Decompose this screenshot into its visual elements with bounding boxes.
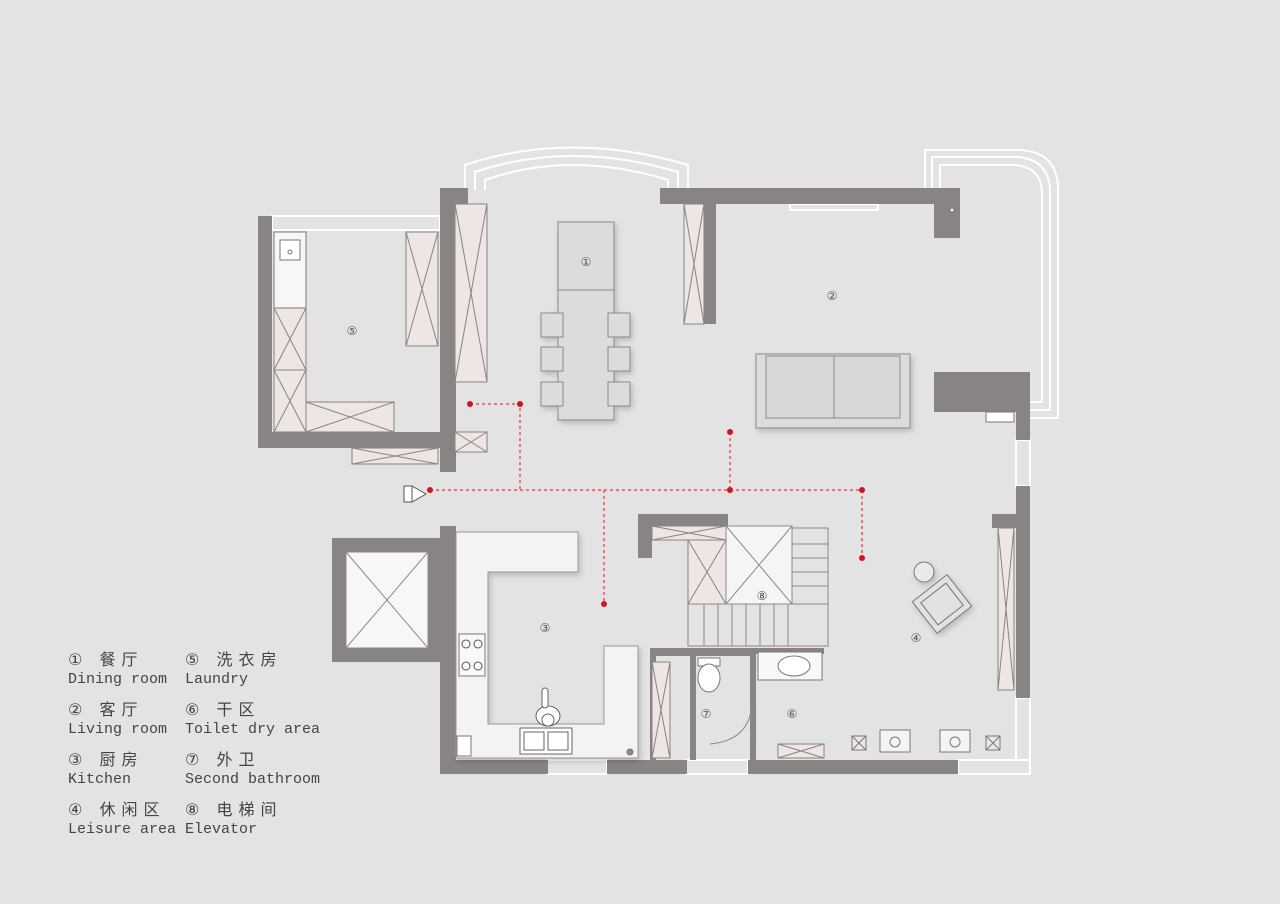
details	[626, 207, 1015, 756]
laundry-fixtures	[273, 231, 307, 309]
electrical-circuit	[430, 403, 863, 604]
legend-en-label: Laundry	[185, 671, 249, 688]
appliance-2	[939, 729, 971, 753]
staircase	[687, 527, 829, 647]
legend-item-dry-area: ⑥ 干区 Toilet dry area	[185, 700, 321, 740]
fridge-icon	[456, 735, 472, 757]
legend-num: ②	[68, 700, 89, 719]
legend-en-label: Toilet dry area	[185, 721, 321, 738]
legend-en-label: Elevator	[185, 821, 258, 838]
legend-item-laundry: ⑤ 洗衣房 Laundry	[185, 650, 305, 690]
elevator-center	[725, 525, 793, 605]
bathroom-fixtures	[697, 651, 1001, 753]
legend-num: ①	[68, 650, 89, 669]
walls	[258, 188, 1030, 774]
room-label-living: ②	[827, 289, 838, 303]
legend-item-kitchen: ③ 厨房 Kitchen	[68, 750, 188, 790]
legend-num: ⑤	[185, 650, 206, 669]
entrance-icon	[403, 485, 428, 503]
room-label-laundry: ⑤	[347, 324, 358, 338]
room-label-dining: ①	[581, 255, 592, 269]
door-swing-icon	[709, 699, 753, 745]
legend-zh-label: 客厅	[99, 700, 144, 719]
legend-num: ⑦	[185, 750, 206, 769]
legend-en-label: Second bathroom	[185, 771, 321, 788]
legend-zh-label: 电梯间	[216, 800, 283, 819]
legend-zh-label: 外卫	[216, 750, 261, 769]
legend-item-living: ② 客厅 Living room	[68, 700, 188, 740]
toilet-icon	[697, 663, 721, 693]
legend-zh-label: 厨房	[99, 750, 144, 769]
person-icon	[535, 687, 561, 727]
room-label-elevator: ⑧	[757, 589, 768, 603]
circuit-nodes	[427, 401, 865, 607]
washbasin-icon	[777, 655, 811, 677]
legend-item-elevator: ⑧ 电梯间 Elevator	[185, 800, 305, 840]
legend-zh-label: 洗衣房	[216, 650, 283, 669]
legend-num: ⑥	[185, 700, 206, 719]
room-label-dry-area: ⑥	[787, 707, 798, 721]
elevator-shaft-left	[345, 551, 429, 649]
legend-item-bathroom: ⑦ 外卫 Second bathroom	[185, 750, 321, 790]
armchair	[911, 561, 973, 635]
legend-zh-label: 餐厅	[99, 650, 144, 669]
cooktop-icon	[458, 633, 486, 677]
legend-en-label: Leisure area	[68, 821, 177, 838]
legend-zh-label: 干区	[216, 700, 261, 719]
legend-item-leisure: ④ 休闲区 Leisure area	[68, 800, 188, 840]
room-label-leisure: ④	[911, 631, 922, 645]
legend-num: ③	[68, 750, 89, 769]
cabinets	[273, 203, 1015, 759]
room-label-kitchen: ③	[540, 621, 551, 635]
legend-num: ⑧	[185, 800, 206, 819]
legend-en-label: Kitchen	[68, 771, 132, 788]
legend-num: ④	[68, 800, 89, 819]
room-label-bathroom: ⑦	[701, 707, 712, 721]
sofa	[755, 353, 911, 429]
appliance-1	[879, 729, 911, 753]
legend-item-dining: ① 餐厅 Dining room	[68, 650, 188, 690]
dining-set	[540, 221, 631, 421]
legend-zh-label: 休闲区	[99, 800, 166, 819]
kitchen-counter	[455, 531, 639, 759]
room-labels: ① ② ③ ④ ⑤ ⑥ ⑦ ⑧	[347, 255, 922, 721]
legend-en-label: Dining room	[68, 671, 168, 688]
legend-en-label: Living room	[68, 721, 168, 738]
